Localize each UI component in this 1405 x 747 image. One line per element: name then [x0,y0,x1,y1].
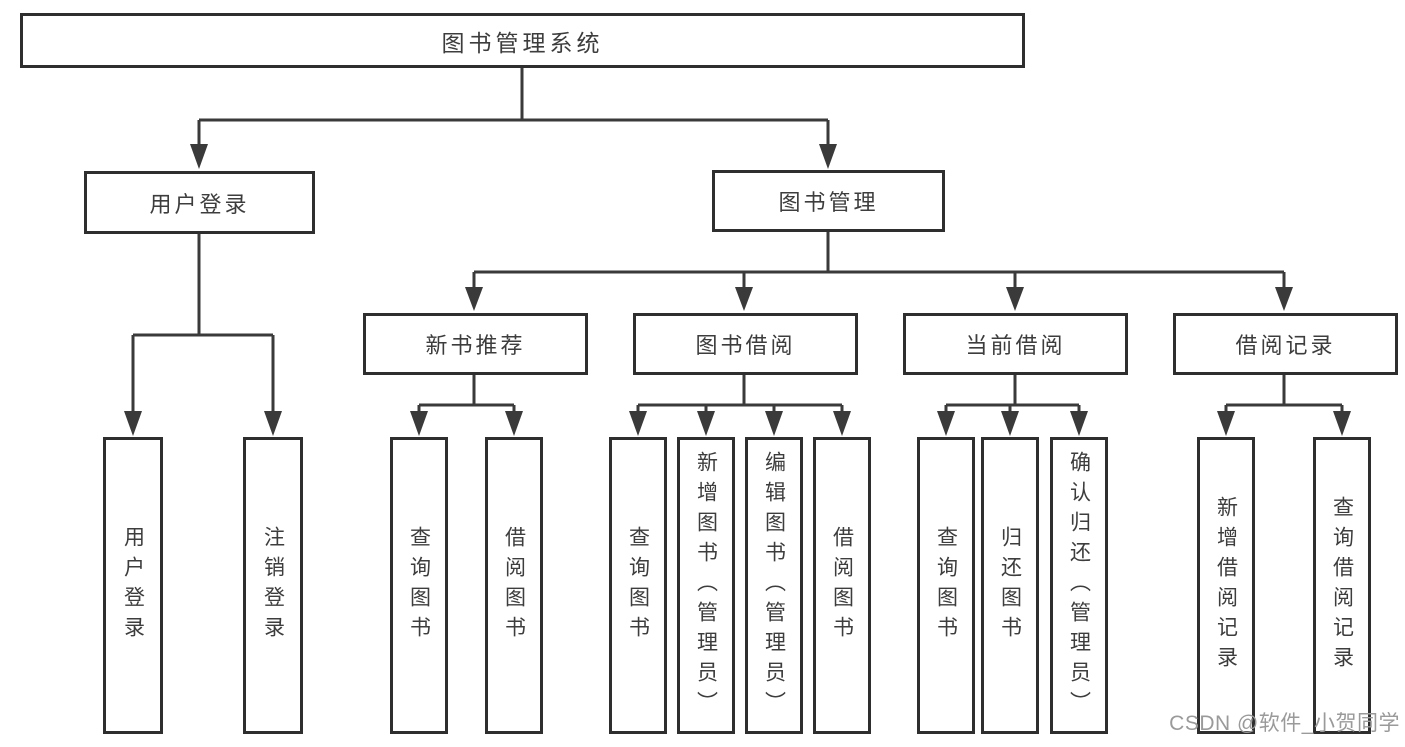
leaf-query-books-current-label: 查询图书 [934,525,958,646]
connector-leaf-branches [417,373,1344,422]
connector-user-login-group [131,232,275,422]
leaf-query-books-recommend: 查询图书 [390,437,448,734]
node-borrowing-records: 借阅记录 [1173,313,1398,375]
leaf-edit-book-admin: 编辑图书（管理员） [745,437,803,734]
node-current-borrowing: 当前借阅 [903,313,1128,375]
leaf-query-books-borrowing: 查询图书 [609,437,667,734]
node-book-management: 图书管理 [712,170,945,232]
leaf-return-book-label: 归还图书 [998,525,1022,646]
leaf-logout-label: 注销登录 [261,525,285,646]
leaf-add-borrow-record: 新增借阅记录 [1197,437,1255,734]
leaf-user-login: 用户登录 [103,437,163,734]
watermark: CSDN @软件_小贺同学 [1169,712,1400,735]
leaf-add-book-admin: 新增图书（管理员） [677,437,735,734]
leaf-logout: 注销登录 [243,437,303,734]
leaf-borrow-books-borrowing-label: 借阅图书 [830,525,854,646]
node-user-login: 用户登录 [84,171,315,234]
arrowheads-leaves [410,411,1351,436]
leaf-borrow-books-borrowing: 借阅图书 [813,437,871,734]
leaf-query-books-borrowing-label: 查询图书 [626,525,650,646]
node-book-borrowing: 图书借阅 [633,313,858,375]
node-new-book-recommend: 新书推荐 [363,313,588,375]
node-library-management-system: 图书管理系统 [20,13,1025,68]
leaf-confirm-return-admin-label: 确认归还（管理员） [1067,450,1091,721]
leaf-return-book: 归还图书 [981,437,1039,734]
connector-root-to-level2 [197,66,830,148]
leaf-user-login-label: 用户登录 [121,525,145,646]
leaf-query-borrow-record-label: 查询借阅记录 [1330,495,1354,676]
leaf-confirm-return-admin: 确认归还（管理员） [1050,437,1108,734]
arrowheads-user-login-group [124,411,282,436]
leaf-add-book-admin-label: 新增图书（管理员） [694,450,718,721]
leaf-query-borrow-record: 查询借阅记录 [1313,437,1371,734]
leaf-query-books-recommend-label: 查询图书 [407,525,431,646]
arrowheads-level2 [190,144,837,169]
leaf-edit-book-admin-label: 编辑图书（管理员） [762,450,786,721]
arrowheads-level3 [465,287,1293,311]
leaf-query-books-current: 查询图书 [917,437,975,734]
leaf-borrow-books-recommend: 借阅图书 [485,437,543,734]
leaf-add-borrow-record-label: 新增借阅记录 [1214,495,1238,676]
connector-book-management-to-level3 [472,230,1286,298]
leaf-borrow-books-recommend-label: 借阅图书 [502,525,526,646]
